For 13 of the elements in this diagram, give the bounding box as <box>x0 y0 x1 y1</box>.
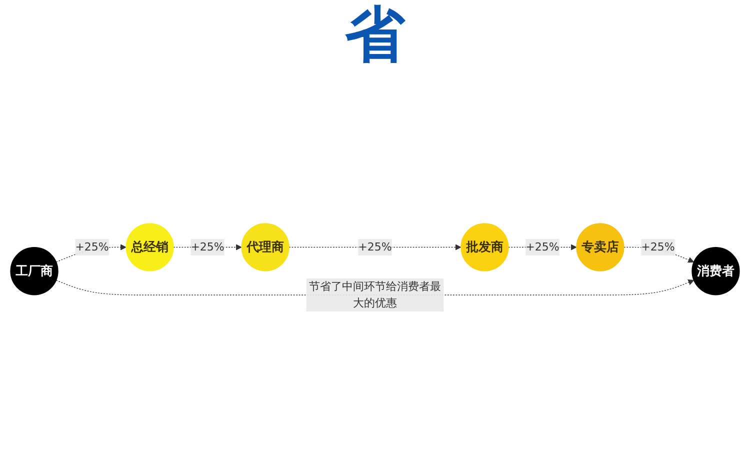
edge-label: 节省了中间环节给消费者最大的优惠 <box>308 280 442 310</box>
edge-label: +25% <box>526 240 560 254</box>
edge-label: +25% <box>641 240 675 254</box>
edge-label: +25% <box>75 240 109 254</box>
edge-label: +25% <box>358 240 392 254</box>
node-circle: 消费者 <box>692 248 740 296</box>
node-circle: 工厂商 <box>10 248 58 296</box>
node-circle: 总经销 <box>126 224 174 272</box>
node-circle: 专卖店 <box>576 224 624 272</box>
big-character: 省 <box>345 0 405 70</box>
edge-label: +25% <box>190 240 224 254</box>
node-circle: 批发商 <box>460 224 509 272</box>
node-circle: 代理商 <box>241 224 290 272</box>
